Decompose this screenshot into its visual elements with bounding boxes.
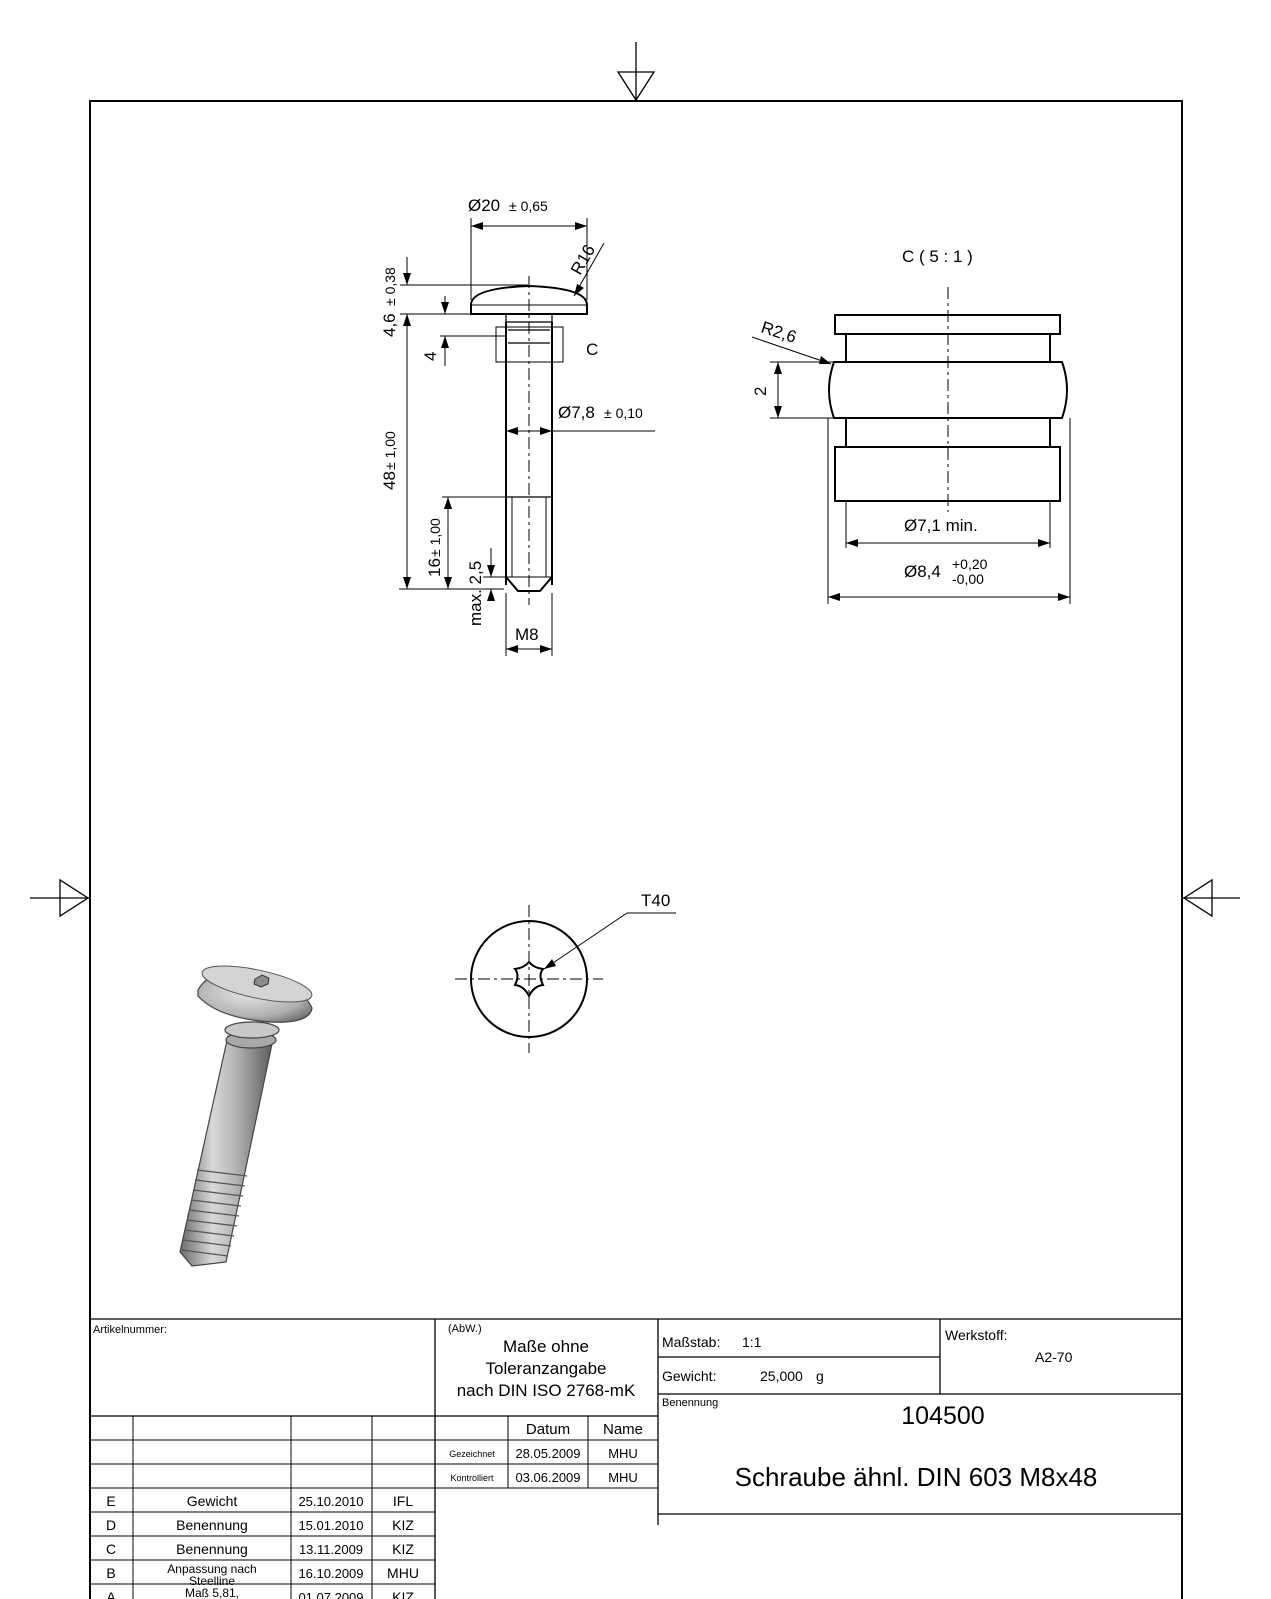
dim-length-text: 48 <box>380 471 399 490</box>
dim-detail-inner-diameter: Ø7,1 min. <box>846 516 1050 547</box>
detail-view-c: C ( 5 : 1 ) <box>827 247 1071 604</box>
side-view-screw <box>470 276 588 605</box>
revision-rev: E <box>106 1493 115 1509</box>
torx-drive-icon <box>513 960 545 999</box>
tolerance-note-3: nach DIN ISO 2768-mK <box>457 1381 636 1400</box>
dim-thread-length-tol: ± 1,00 <box>427 518 443 557</box>
dim-detail-width: 2 <box>751 361 834 419</box>
title-block <box>90 1318 1182 1599</box>
tolerance-note-1: Maße ohne <box>503 1337 589 1356</box>
dim-thread: M8 <box>505 593 553 656</box>
dim-thread-length-text: 16 <box>425 558 444 577</box>
revision-rev: C <box>106 1541 116 1557</box>
weight-label: Gewicht: <box>662 1368 716 1384</box>
dim-detail-outer-diameter: Ø8,4 +0,20 -0,00 <box>828 556 1070 601</box>
dim-head-diameter: Ø20 ± 0,65 <box>468 196 588 300</box>
col-name: Name <box>603 1421 643 1438</box>
centering-mark-top <box>616 42 656 102</box>
dim-length: 48 ± 1,00 <box>380 314 504 590</box>
scale-label: Maßstab: <box>662 1334 720 1350</box>
part-name: Schraube ähnl. DIN 603 M8x48 <box>735 1462 1098 1492</box>
iso-view-screw <box>179 965 313 1267</box>
revision-rev: B <box>106 1565 115 1581</box>
dim-groove: 4 C <box>421 296 598 366</box>
iso-thread-lines <box>181 1169 248 1257</box>
centering-mark-right <box>1182 878 1240 918</box>
checked-label: Kontrolliert <box>450 1473 494 1483</box>
dim-thread-runout: max. 2,5 <box>466 548 505 626</box>
dim-thread-length: 16 ± 1,00 <box>425 496 505 589</box>
drawn-date: 28.05.2009 <box>515 1446 580 1461</box>
dim-head-diameter-text: Ø20 <box>468 196 500 215</box>
dim-head-height-tol: ± 0,38 <box>382 267 398 306</box>
drawn-label: Gezeichnet <box>449 1449 495 1459</box>
dim-shank-diameter: Ø7,8 ± 0,10 <box>506 403 655 435</box>
drive-label: T40 <box>641 891 670 910</box>
dim-detail-outer-text: Ø8,4 <box>904 562 941 581</box>
checked-name: MHU <box>608 1470 638 1485</box>
dim-groove-text: 4 <box>421 352 440 361</box>
dim-shank-diameter-tol: ± 0,10 <box>604 405 643 421</box>
revision-date: 25.10.2010 <box>298 1494 363 1509</box>
revision-desc: Maß 5,81,Werkstoff <box>185 1586 239 1599</box>
revision-desc: Benennung <box>176 1517 248 1533</box>
revision-date: 13.11.2009 <box>299 1542 363 1557</box>
centering-mark-left <box>30 878 90 918</box>
dim-length-tol: ± 1,00 <box>382 431 398 470</box>
revision-name: MHU <box>387 1565 419 1581</box>
scale-value: 1:1 <box>742 1334 762 1350</box>
dim-head-height-text: 4,6 <box>380 313 399 337</box>
revision-name: IFL <box>393 1493 413 1509</box>
dim-head-height: 4,6 ± 0,38 <box>380 257 528 337</box>
revision-desc: Gewicht <box>187 1493 238 1509</box>
revision-name: KIZ <box>392 1589 414 1599</box>
detail-title: C ( 5 : 1 ) <box>902 247 973 266</box>
dim-detail-inner-text: Ø7,1 min. <box>904 516 978 535</box>
abw-label: (AbW.) <box>448 1323 482 1335</box>
col-date: Datum <box>526 1421 570 1438</box>
dim-thread-runout-text: max. 2,5 <box>466 561 485 626</box>
revision-rev: A <box>106 1589 116 1599</box>
dim-detail-outer-tol-lower: -0,00 <box>952 571 984 587</box>
revision-date: 16.10.2009 <box>298 1566 363 1581</box>
dim-head-radius: R16 <box>567 241 605 297</box>
revision-name: KIZ <box>392 1517 414 1533</box>
drawn-name: MHU <box>608 1446 638 1461</box>
revision-name: KIZ <box>392 1541 414 1557</box>
detail-label: C <box>586 340 598 359</box>
checked-date: 03.06.2009 <box>515 1470 580 1485</box>
dim-head-diameter-tol: ± 0,65 <box>509 198 548 214</box>
dim-shank-diameter-text: Ø7,8 <box>558 403 595 422</box>
material-label: Werkstoff: <box>945 1327 1008 1343</box>
top-view-drive: T40 <box>455 891 676 1053</box>
material-value: A2-70 <box>1035 1349 1073 1365</box>
article-label: Artikelnummer: <box>93 1324 167 1336</box>
revision-rev: D <box>106 1517 116 1533</box>
dim-thread-text: M8 <box>515 625 539 644</box>
designation-label: Benennung <box>662 1397 718 1409</box>
weight-unit: g <box>816 1368 824 1384</box>
part-number: 104500 <box>901 1402 984 1430</box>
revision-date: 01.07.2009 <box>298 1590 363 1599</box>
dim-detail-radius-text: R2,6 <box>759 318 799 347</box>
dim-detail-outer-tol-upper: +0,20 <box>952 556 988 572</box>
drawing-frame <box>89 100 1183 1599</box>
weight-value: 25,000 <box>760 1368 803 1384</box>
revision-date: 15.01.2010 <box>298 1518 363 1533</box>
tolerance-note-2: Toleranzangabe <box>486 1359 607 1378</box>
dim-detail-radius: R2,6 <box>751 318 832 365</box>
dim-detail-width-text: 2 <box>751 387 770 396</box>
revision-desc: Benennung <box>176 1541 248 1557</box>
